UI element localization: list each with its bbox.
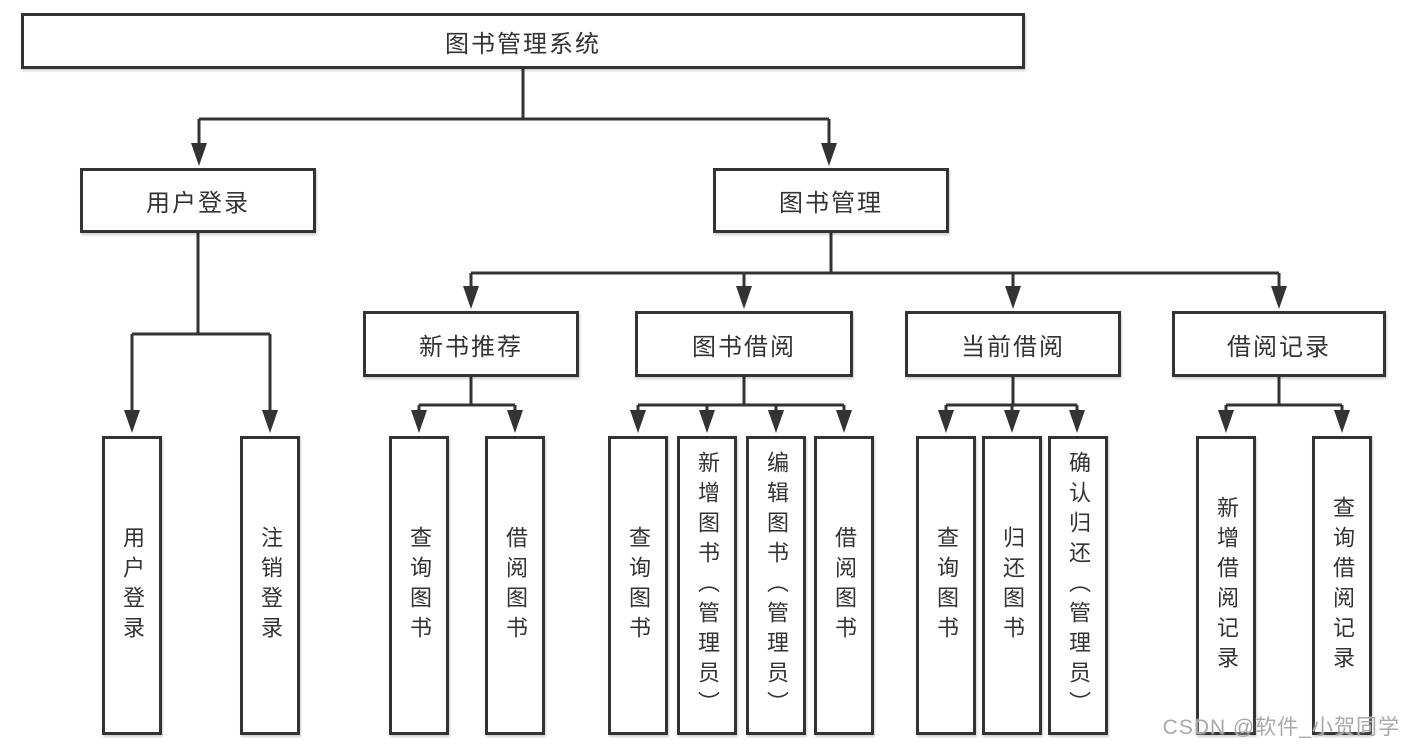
- leaf-return-books: 归还图书: [982, 436, 1042, 735]
- leaf-add-book-admin: 新增图书（管理员）: [677, 436, 737, 735]
- node-book-management: 图书管理: [713, 168, 949, 233]
- leaf-edit-book-admin: 编辑图书（管理员）: [746, 436, 806, 735]
- node-new-book-recommendation: 新书推荐: [363, 311, 579, 377]
- watermark: CSDN @软件_小贺同学: [1162, 716, 1400, 739]
- leaf-borrow-books-borrowing: 借阅图书: [814, 436, 874, 735]
- leaf-query-books-recommend: 查询图书: [389, 436, 449, 735]
- leaf-confirm-return-admin: 确认归还（管理员）: [1048, 436, 1108, 735]
- leaf-user-login: 用户登录: [102, 436, 162, 735]
- leaf-query-borrow-record: 查询借阅记录: [1312, 436, 1372, 735]
- leaf-query-books-current: 查询图书: [916, 436, 976, 735]
- node-borrowing-records: 借阅记录: [1172, 311, 1386, 377]
- leaf-logout: 注销登录: [240, 436, 300, 735]
- leaf-borrow-books-recommend: 借阅图书: [485, 436, 545, 735]
- leaf-query-books-borrowing: 查询图书: [608, 436, 668, 735]
- node-current-borrowing: 当前借阅: [905, 311, 1121, 377]
- node-book-borrowing: 图书借阅: [635, 311, 853, 377]
- leaf-add-borrow-record: 新增借阅记录: [1196, 436, 1256, 735]
- node-user-login: 用户登录: [80, 168, 316, 233]
- node-library-management-system: 图书管理系统: [21, 13, 1025, 69]
